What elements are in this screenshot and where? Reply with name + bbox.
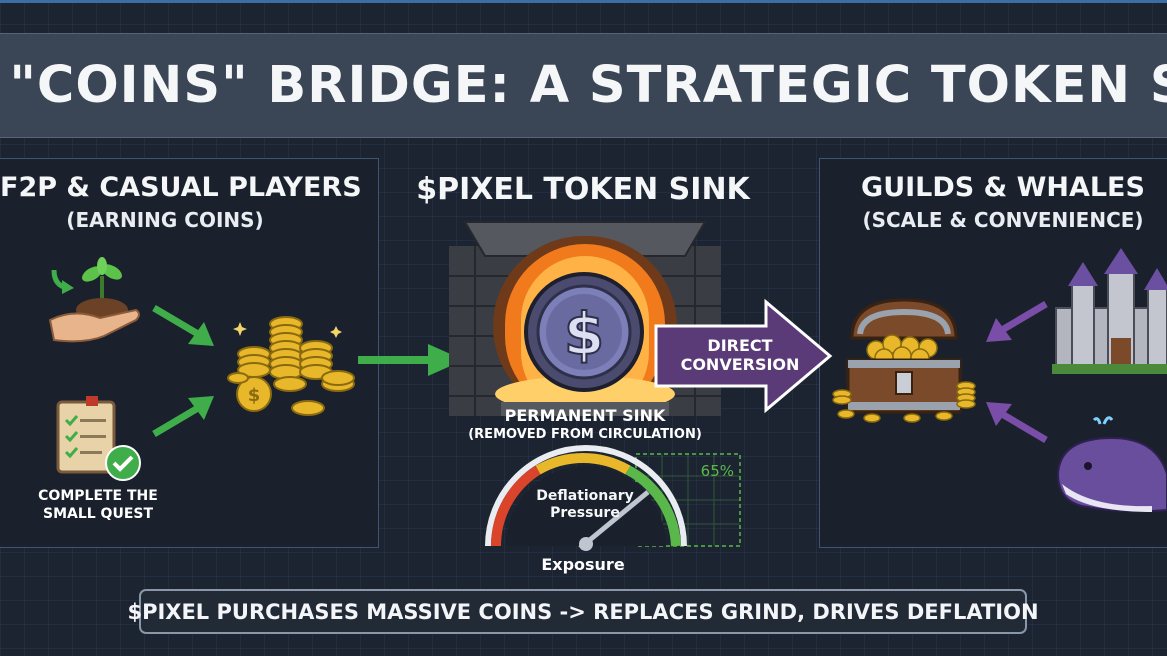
- treasure-chest-icon: [832, 296, 976, 424]
- arrow-quest-to-coins-icon: [150, 392, 220, 438]
- conversion-label-line1: DIRECT: [660, 337, 820, 355]
- center-heading: $PIXEL TOKEN SINK: [398, 172, 768, 207]
- right-subheading: (SCALE & CONVENIENCE): [838, 208, 1167, 232]
- token-symbol: $: [564, 300, 604, 368]
- pixel-token-icon: $: [522, 270, 646, 394]
- sink-label: PERMANENT SINK: [470, 407, 700, 425]
- left-heading: F2P & CASUAL PLAYERS: [0, 172, 350, 203]
- right-heading: GUILDS & WHALES: [838, 172, 1167, 203]
- check-badge-icon: [104, 444, 142, 482]
- conversion-label-line2: CONVERSION: [660, 356, 820, 374]
- quest-caption-line1: COMPLETE THE: [18, 487, 178, 505]
- svg-text:$: $: [248, 385, 261, 406]
- top-rule: [0, 0, 1167, 3]
- arrow-castle-to-chest-icon: [980, 300, 1050, 346]
- footer-summary-text: $PIXEL PURCHASES MASSIVE COINS -> REPLAC…: [127, 600, 1038, 624]
- arrow-plant-to-coins-icon: [150, 304, 220, 350]
- quest-caption-line2: SMALL QUEST: [18, 505, 178, 523]
- gauge-value-text: 65%: [701, 462, 734, 480]
- left-subheading: (EARNING COINS): [0, 208, 330, 232]
- whale-icon: [1052, 414, 1167, 514]
- gauge-axis-label: Exposure: [513, 556, 653, 574]
- coin-pile-icon: $: [224, 310, 360, 420]
- plant-in-hand-icon: [44, 258, 144, 354]
- title-banner: THE "COINS" BRIDGE: A STRATEGIC TOKEN SI…: [0, 33, 1167, 138]
- page-title: THE "COINS" BRIDGE: A STRATEGIC TOKEN SI…: [0, 56, 1167, 115]
- castle-icon: [1052, 248, 1167, 374]
- arrow-whale-to-chest-icon: [980, 398, 1050, 444]
- footer-summary-bar: $PIXEL PURCHASES MASSIVE COINS -> REPLAC…: [139, 589, 1027, 634]
- gauge-label-line1: Deflationary: [520, 487, 650, 505]
- gauge-label-line2: Pressure: [520, 504, 650, 522]
- sink-sublabel: (REMOVED FROM CIRCULATION): [440, 426, 730, 444]
